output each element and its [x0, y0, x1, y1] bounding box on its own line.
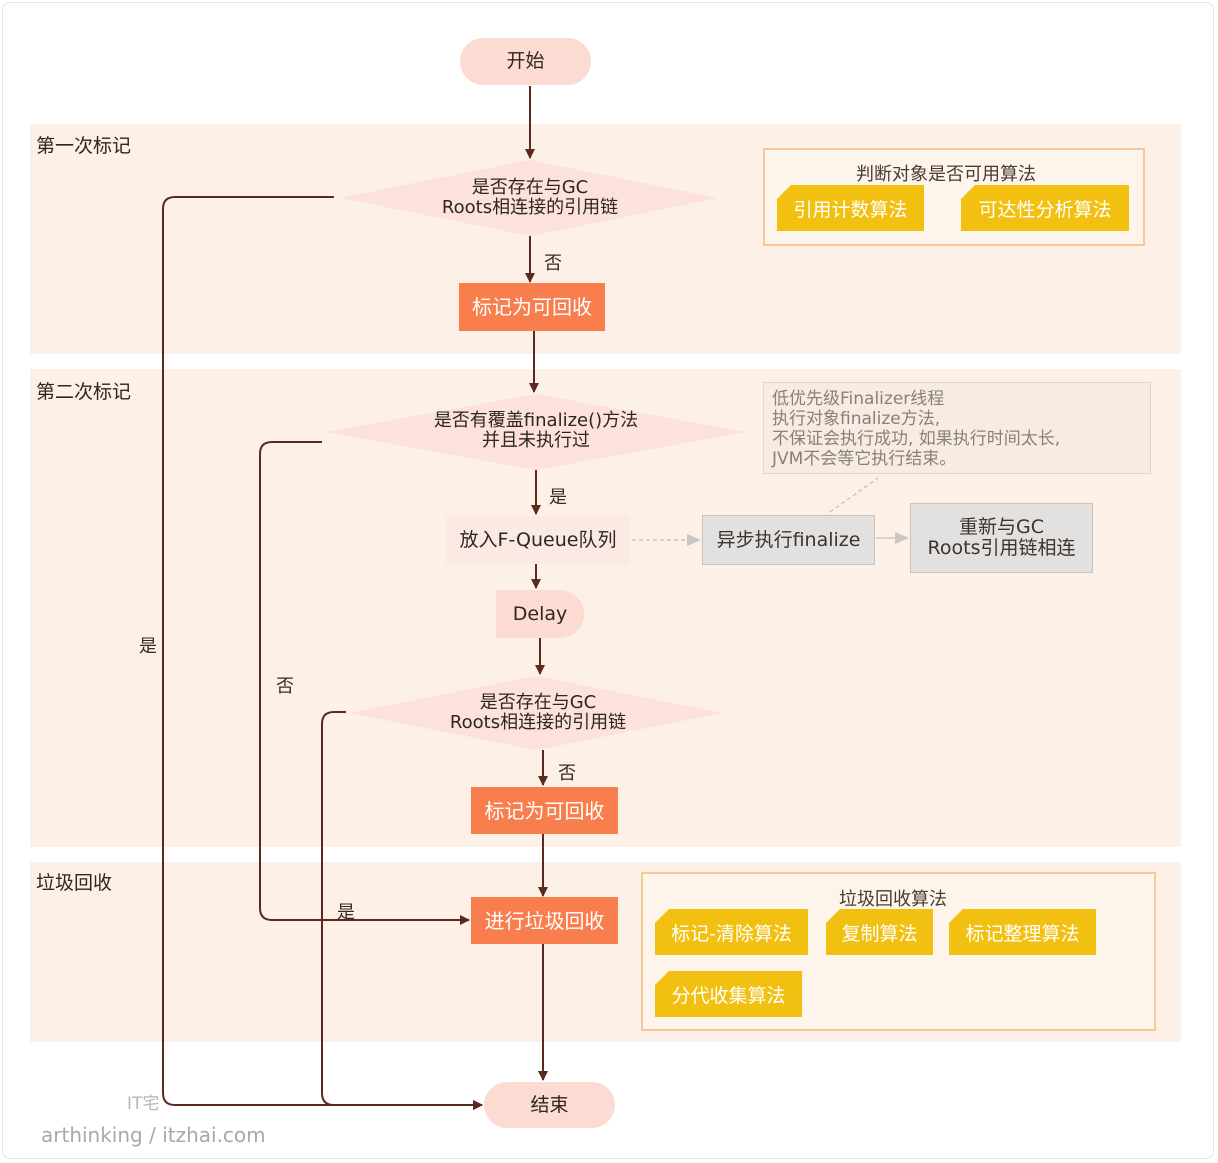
section-title-second-mark: 第二次标记 [36, 381, 132, 403]
algo-tag-reference-counting: 引用计数算法 [777, 185, 924, 231]
decision-2-line1: 是否存在与GC [479, 692, 597, 713]
finalizer-note: 低优先级Finalizer线程 执行对象finalize方法, 不保证会执行成功… [763, 382, 1151, 474]
algo-tag-generational: 分代收集算法 [655, 971, 802, 1017]
decision-finalize-line2: 并且未执行过 [482, 430, 590, 452]
reachability-algorithms-title: 判断对象是否可用算法 [856, 164, 1036, 185]
do-gc-node: 进行垃圾回收 [471, 897, 618, 944]
watermark-credit: arthinking / itzhai.com [41, 1123, 266, 1147]
mark-recyclable-node-1: 标记为可回收 [459, 283, 605, 331]
decision-2-line2: Roots相连接的引用链 [449, 712, 627, 734]
note-line-4: JVM不会等它执行结束。 [772, 449, 957, 470]
edge-label-yes-finalize: 是 [549, 487, 567, 508]
mark-recyclable-node-2: 标记为可回收 [471, 787, 618, 834]
decision-finalize-line1: 是否有覆盖finalize()方法 [433, 410, 639, 431]
decision-diamond-1 [340, 160, 718, 236]
gc-algorithms-title: 垃圾回收算法 [839, 889, 947, 910]
edge-label-yes-gc: 是 [337, 902, 355, 923]
delay-node: Delay [496, 590, 584, 638]
note-line-3: 不保证会执行成功, 如果执行时间太长, [772, 429, 1061, 450]
edge-label-no-1: 否 [544, 253, 562, 274]
relink-line2: Roots引用链相连 [927, 537, 1076, 559]
end-node: 结束 [484, 1082, 615, 1128]
start-node: 开始 [460, 38, 591, 85]
algo-tag-copying: 复制算法 [826, 909, 933, 955]
decision-text-finalize: 是否有覆盖finalize()方法 并且未执行过 [386, 410, 686, 452]
section-title-gc: 垃圾回收 [36, 872, 113, 894]
relink-node: 重新与GC Roots引用链相连 [910, 503, 1093, 573]
algo-tag-reachability-analysis: 可达性分析算法 [961, 185, 1129, 231]
decision-text-1: 是否存在与GC Roots相连接的引用链 [395, 177, 665, 219]
relink-line1: 重新与GC [959, 516, 1044, 539]
decision-1-line2: Roots相连接的引用链 [441, 197, 619, 219]
algo-tag-mark-compact: 标记整理算法 [949, 909, 1096, 955]
decision-diamond-2 [350, 676, 722, 750]
decision-diamond-finalize [326, 394, 746, 470]
async-finalize-node: 异步执行finalize [702, 515, 875, 565]
edge-label-yes-outer: 是 [139, 636, 157, 657]
decision-1-line1: 是否存在与GC [471, 177, 589, 198]
edge-label-no-finalize: 否 [276, 676, 294, 697]
algo-tag-mark-sweep: 标记-清除算法 [655, 909, 808, 955]
decision-text-2: 是否存在与GC Roots相连接的引用链 [403, 692, 673, 734]
note-line-2: 执行对象finalize方法, [772, 409, 941, 430]
watermark-site: IT宅 [127, 1094, 160, 1114]
note-line-1: 低优先级Finalizer线程 [772, 389, 945, 409]
edge-label-no-2: 否 [558, 763, 576, 784]
section-title-first-mark: 第一次标记 [36, 135, 132, 157]
f-queue-node: 放入F-Queue队列 [446, 516, 630, 564]
